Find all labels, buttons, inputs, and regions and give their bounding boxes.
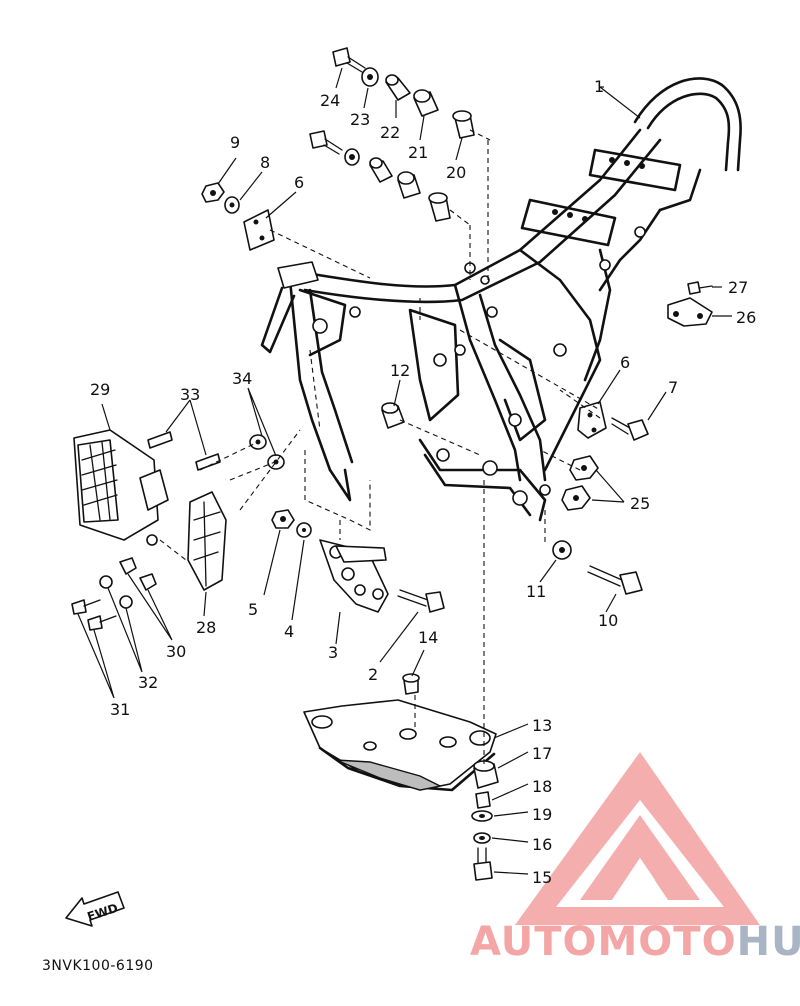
callout-6-left: 6 (294, 173, 304, 192)
assembly-centerlines (159, 129, 601, 764)
callout-12: 12 (390, 361, 410, 380)
drawing-code: 3NVK100-6190 (42, 958, 154, 974)
bolt-27 (687, 281, 713, 295)
callout-21: 21 (408, 143, 428, 162)
callout-25: 25 (630, 494, 650, 513)
bolt-2 (397, 589, 445, 613)
nuts-30 (119, 557, 157, 591)
callout-8: 8 (260, 153, 270, 172)
watermark-text-automoto: AUTOMOTO (470, 919, 737, 965)
callout-33: 33 (180, 385, 200, 404)
collar-11 (552, 540, 572, 560)
callout-6-right: 6 (620, 353, 630, 372)
washer-8 (224, 196, 240, 214)
number-plate-29 (73, 429, 169, 546)
screws-31 (71, 599, 117, 631)
callout-2: 2 (368, 665, 378, 684)
callout-24: 24 (320, 91, 340, 110)
washer-16 (473, 832, 491, 844)
washer-23-lower (344, 148, 360, 166)
callout-28: 28 (196, 618, 216, 637)
watermark-text-hub: HUB (737, 919, 800, 965)
nut-5 (271, 509, 295, 529)
callout-5: 5 (248, 600, 258, 619)
bolt-24-lower (309, 130, 343, 155)
forward-direction-arrow: FWD (65, 891, 125, 927)
callout-18: 18 (532, 777, 552, 796)
callout-32: 32 (138, 673, 158, 692)
callout-16: 16 (532, 835, 552, 854)
watermark-logo: AUTOMOTOHUB (470, 752, 800, 965)
callout-19: 19 (532, 805, 552, 824)
callout-4: 4 (284, 622, 294, 641)
callout-9: 9 (230, 133, 240, 152)
callout-15: 15 (532, 868, 552, 887)
bolt-10 (587, 565, 643, 595)
callout-27: 27 (728, 278, 748, 297)
bolt-15 (473, 847, 493, 881)
callout-7: 7 (668, 378, 678, 397)
callout-30: 30 (166, 642, 186, 661)
callout-10: 10 (598, 611, 618, 630)
damper-17 (473, 760, 499, 789)
bracket-6-right (577, 401, 607, 439)
clamp-26 (667, 297, 713, 327)
bolt-7 (611, 417, 649, 441)
callout-26: 26 (736, 308, 756, 327)
leader-lines (77, 67, 732, 875)
washer-23 (361, 67, 379, 87)
nuts-25 (561, 455, 599, 511)
callout-14: 14 (418, 628, 438, 647)
collars-34 (249, 434, 285, 470)
rivet-14 (402, 673, 420, 695)
collar-22-lower (369, 157, 393, 183)
collar-20-upper (452, 110, 475, 139)
callout-11: 11 (526, 582, 546, 601)
bushing-21 (413, 89, 439, 117)
skid-plate-13 (303, 699, 497, 792)
spacer-12 (381, 402, 405, 429)
svg-text:AUTOMOTOHUB: AUTOMOTOHUB (470, 919, 800, 965)
washer-19 (471, 810, 493, 822)
callout-31: 31 (110, 700, 130, 719)
callout-1: 1 (594, 77, 604, 96)
main-frame (260, 77, 742, 522)
watermark-triangle-mark (515, 752, 760, 925)
washer-4 (296, 522, 312, 538)
callout-17: 17 (532, 744, 552, 763)
bracket-6-left (243, 209, 275, 251)
bracket-3 (319, 539, 389, 613)
collar-22 (385, 74, 411, 101)
callout-20: 20 (446, 163, 466, 182)
nut-9 (201, 182, 225, 203)
callout-22: 22 (380, 123, 400, 142)
collar-20 (428, 192, 451, 222)
washers-32 (99, 575, 133, 609)
callout-34: 34 (232, 369, 252, 388)
callout-13: 13 (532, 716, 552, 735)
grommets-33 (147, 431, 221, 471)
callout-29: 29 (90, 380, 110, 399)
collar-18 (475, 791, 491, 809)
bolt-24 (332, 47, 366, 73)
reflector-28 (187, 491, 227, 591)
callouts: 1 2 3 4 5 6 6 7 8 9 10 11 12 13 14 15 16… (90, 77, 756, 887)
callout-23: 23 (350, 110, 370, 129)
callout-3: 3 (328, 643, 338, 662)
bushing-21-lower (397, 171, 421, 199)
